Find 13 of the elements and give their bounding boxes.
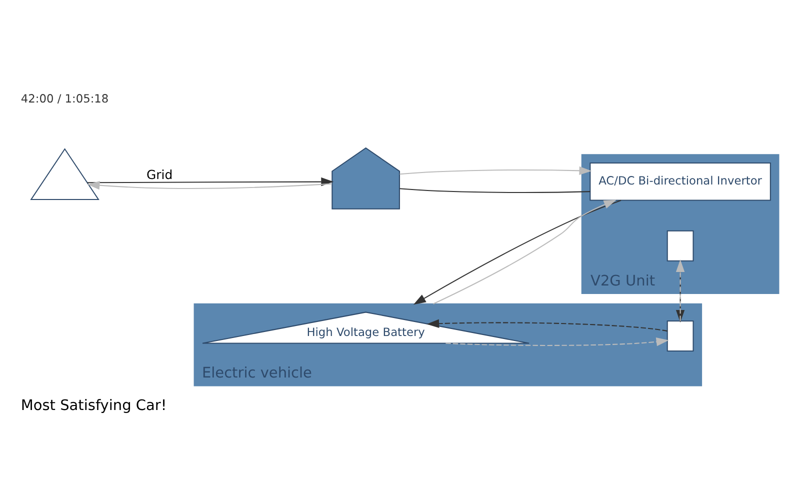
arrow	[87, 180, 332, 190]
arrow	[426, 319, 668, 332]
node-picture	[332, 147, 400, 210]
arrow	[446, 337, 669, 346]
caption: Most Satisfying Car!	[20, 398, 167, 414]
edge-label: Grid	[146, 167, 173, 182]
arrow	[87, 177, 334, 186]
node-box: AC/DC Bi-directional Invertor	[590, 162, 771, 201]
node-box	[666, 320, 694, 352]
arrow	[400, 166, 592, 176]
node-box	[666, 230, 694, 262]
connector	[400, 188, 590, 194]
label: 42:00 / 1:05:18	[20, 92, 109, 106]
